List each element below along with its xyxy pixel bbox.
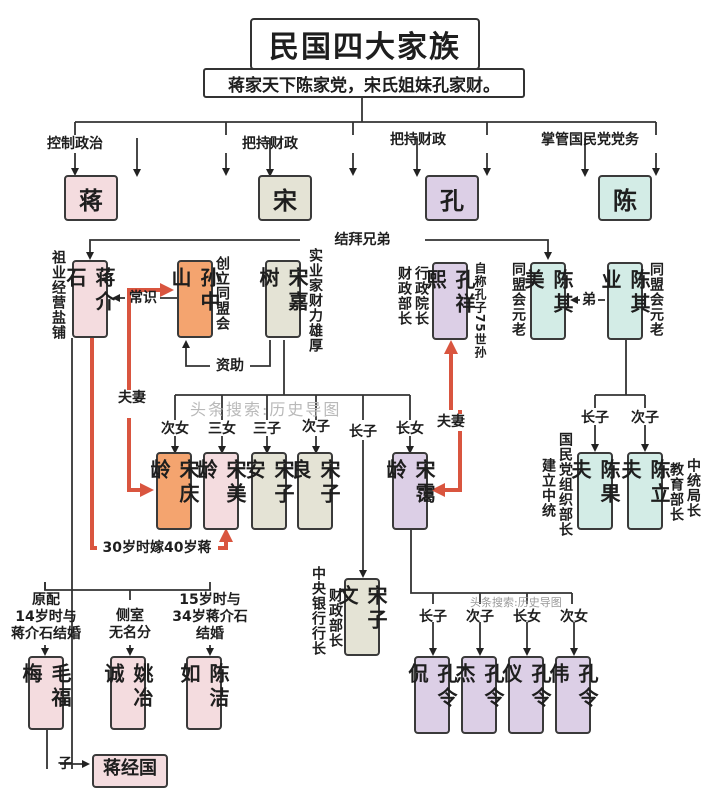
relation-kong-lingjie: 次子	[466, 609, 494, 625]
person-yao-yecheng[interactable]: 姚冶诚	[101, 656, 154, 730]
note-chen-guofu-org: 国民党组织部长	[557, 432, 573, 537]
person-kong-xiangxi[interactable]: 孔祥熙	[423, 262, 476, 340]
watermark: 头条搜索:历史导图	[190, 400, 342, 419]
page-title: 民国四大家族	[250, 18, 480, 70]
person-song-qingling[interactable]: 宋庆龄	[147, 452, 200, 530]
person-chen-qimei[interactable]: 陈其美	[521, 262, 574, 340]
funding-label: 资助	[216, 358, 244, 374]
person-sun-zhongshan[interactable]: 孙中山	[168, 260, 221, 338]
note-chen-lifu-zhongtong: 中统局长	[685, 458, 701, 518]
relation-song-ziwen: 长子	[349, 424, 377, 440]
person-kong-lingjie[interactable]: 孔令杰	[452, 656, 505, 734]
sworn-brothers-label: 结拜兄弟	[334, 232, 391, 248]
note-song-ziwen-finance: 财政部长	[327, 588, 343, 648]
role-label-song: 把持财政	[242, 136, 298, 152]
person-song-ziliang[interactable]: 宋子良	[288, 452, 341, 530]
family-box-jiang[interactable]: 蒋	[64, 175, 118, 221]
role-label-kong: 把持财政	[390, 132, 446, 148]
relation-song-qingling: 次女	[161, 421, 189, 437]
note-song-jiashu: 实业家财力雄厚	[307, 248, 323, 353]
person-song-jiashu[interactable]: 宋嘉树	[256, 260, 309, 338]
subtitle-slogan: 蒋家天下陈家党，宋氏姐妹孔家财。	[203, 68, 525, 98]
person-kong-lingkan[interactable]: 孔令侃	[405, 656, 458, 734]
note-song-ziwen-bank: 中央银行行长	[310, 566, 326, 656]
family-box-kong[interactable]: 孔	[425, 175, 479, 221]
relation-kong-lingkan: 长子	[419, 609, 447, 625]
relation-kong-lingwei: 次女	[560, 609, 588, 625]
spouse-label-kong-song: 夫妻	[433, 414, 469, 431]
person-jiang-jieshi[interactable]: 蒋介石	[63, 260, 116, 338]
person-song-ziwen[interactable]: 宋子文	[335, 578, 388, 656]
family-box-song[interactable]: 宋	[258, 175, 312, 221]
person-song-meiling[interactable]: 宋美龄	[194, 452, 247, 530]
younger-brother-label: 弟	[582, 292, 596, 308]
person-song-ailing[interactable]: 宋霭龄	[383, 452, 436, 530]
relation-chen-lifu: 次子	[631, 410, 659, 426]
relation-chen-guofu: 长子	[581, 410, 609, 426]
relation-song-meiling: 三女	[208, 421, 236, 437]
watermark-secondary: 头条搜索:历史导图	[470, 596, 562, 609]
person-chen-qiye[interactable]: 陈其业	[598, 262, 651, 340]
marriage-note-meiling: 30岁时嫁40岁蒋	[97, 540, 217, 557]
spouse-label-sun-song: 夫妻	[114, 390, 150, 407]
person-chen-jieru[interactable]: 陈洁如	[177, 656, 230, 730]
note-jiang-jieshi: 祖业经营盐铺	[50, 250, 66, 340]
relation-song-zian: 三子	[253, 421, 281, 437]
relation-jiang-jingguo: 子	[58, 756, 72, 772]
common-knowledge-label: 常识	[129, 290, 157, 306]
family-box-chen[interactable]: 陈	[598, 175, 652, 221]
relation-chen-jieru: 15岁时与 34岁蒋介石 结婚	[172, 592, 248, 642]
person-chen-lifu[interactable]: 陈立夫	[618, 452, 671, 530]
note-chen-lifu-education: 教育部长	[668, 462, 684, 522]
relation-mao-fumei: 原配 14岁时与 蒋介石结婚	[11, 592, 81, 642]
person-jiang-jingguo[interactable]: 蒋经国	[92, 754, 168, 788]
person-song-zian[interactable]: 宋子安	[242, 452, 295, 530]
person-kong-lingwei[interactable]: 孔令伟	[546, 656, 599, 734]
note-chen-guofu-zhongtong: 建立中统	[540, 458, 556, 518]
person-kong-lingyi[interactable]: 孔令仪	[499, 656, 552, 734]
note-chen-qiye: 同盟会元老	[648, 262, 664, 337]
note-kong-descendant: 自称孔子75世孙	[473, 262, 487, 359]
note-sun-zhongshan: 创立同盟会	[214, 256, 230, 331]
note-chen-qimei: 同盟会元老	[510, 262, 526, 337]
person-chen-guofu[interactable]: 陈果夫	[568, 452, 621, 530]
note-kong-executive: 行政院长	[413, 266, 429, 326]
note-kong-finance: 财政部长	[396, 266, 412, 326]
connector-lines	[41, 96, 660, 769]
relation-song-ziliang: 次子	[302, 419, 330, 435]
role-label-jiang: 控制政治	[47, 136, 103, 152]
role-label-chen: 掌管国民党党务	[541, 132, 639, 148]
relation-song-ailing: 长女	[396, 421, 424, 437]
relation-yao-yecheng: 侧室 无名分	[109, 608, 151, 641]
person-mao-fumei[interactable]: 毛福梅	[19, 656, 72, 730]
relation-kong-lingyi: 长女	[513, 609, 541, 625]
